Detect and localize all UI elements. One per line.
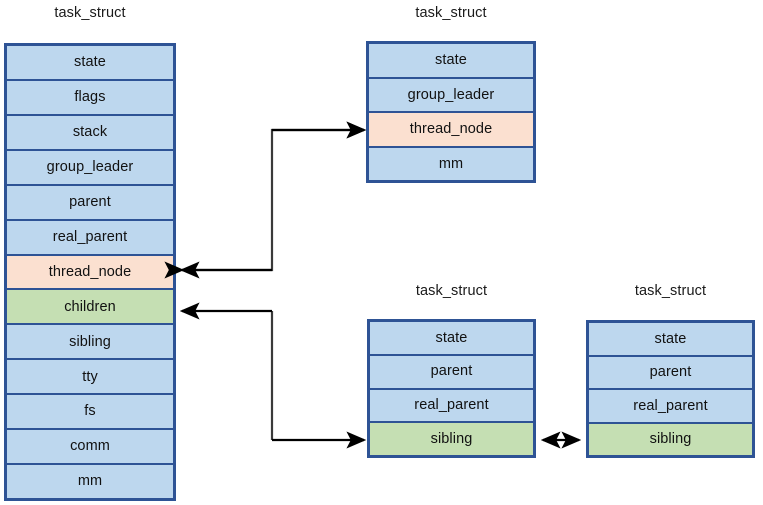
- field-child1-sibling: sibling: [370, 423, 533, 455]
- field-main-flags: flags: [7, 80, 173, 116]
- field-child2-parent: parent: [589, 356, 752, 390]
- field-main-thread-node: thread_node: [7, 255, 173, 291]
- connector-thread-node-link: [164, 121, 367, 279]
- field-main-real-parent: real_parent: [7, 220, 173, 256]
- field-main-state: state: [7, 46, 173, 81]
- connector-children-sibling-link: [179, 302, 367, 449]
- field-child1-parent: parent: [370, 355, 533, 390]
- struct-title-thread-task: task_struct: [415, 5, 487, 21]
- field-thread-group-leader: group_leader: [369, 78, 533, 113]
- struct-title-child-task-1: task_struct: [415, 283, 488, 299]
- struct-box-thread-task: state group_leader thread_node mm: [366, 41, 536, 183]
- field-main-mm: mm: [7, 465, 173, 498]
- field-child1-real-parent: real_parent: [370, 389, 533, 424]
- field-child2-sibling: sibling: [589, 423, 752, 455]
- struct-title-main-task: task_struct: [54, 5, 126, 21]
- field-main-comm: comm: [7, 430, 173, 466]
- field-main-tty: tty: [7, 360, 173, 396]
- field-main-children: children: [7, 290, 173, 326]
- field-thread-thread-node: thread_node: [369, 113, 533, 148]
- struct-title-child-task-2: task_struct: [634, 283, 707, 299]
- struct-box-child-task-1: state parent real_parent sibling: [367, 319, 536, 458]
- struct-box-main-task: state flags stack group_leader parent re…: [4, 43, 176, 501]
- field-main-fs: fs: [7, 395, 173, 431]
- field-thread-state: state: [369, 44, 533, 79]
- field-main-group-leader: group_leader: [7, 150, 173, 186]
- field-main-parent: parent: [7, 185, 173, 221]
- field-main-sibling: sibling: [7, 325, 173, 361]
- field-thread-mm: mm: [369, 147, 533, 180]
- field-child2-state: state: [589, 323, 752, 357]
- field-child1-state: state: [370, 322, 533, 356]
- field-main-stack: stack: [7, 115, 173, 151]
- field-child2-real-parent: real_parent: [589, 390, 752, 424]
- struct-box-child-task-2: state parent real_parent sibling: [586, 320, 755, 458]
